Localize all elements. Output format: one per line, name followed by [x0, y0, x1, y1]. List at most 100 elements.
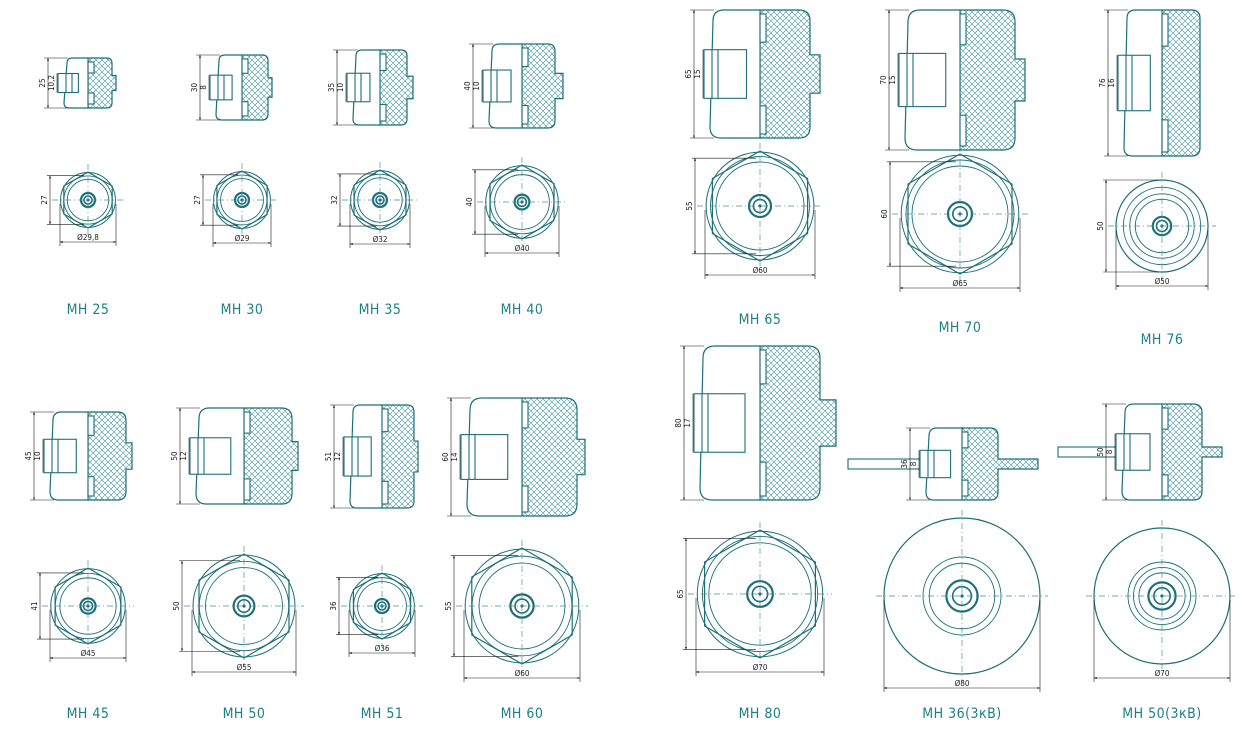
hatched-section [379, 49, 414, 126]
height-dim-label: 76 [1098, 78, 1107, 88]
model-label: МН 60 [501, 706, 544, 722]
side-dim-label: 55 [685, 201, 694, 210]
side-dim-label: 60 [880, 209, 889, 219]
bottom-insert [759, 461, 767, 497]
diameter-dim-label: Ø65 [953, 278, 968, 288]
thread-band [346, 72, 371, 103]
thread-dim-label: 15 [888, 75, 897, 84]
bottom-insert [1161, 474, 1169, 497]
top-view: Ø60 55 [685, 143, 823, 279]
diameter-dim-label: Ø60 [753, 265, 768, 275]
top-insert [521, 401, 529, 429]
side-dim-label: 41 [30, 601, 39, 610]
thread-dim-label: 15 [693, 69, 702, 78]
height-dim-label: 50 [1096, 447, 1105, 457]
ring [205, 567, 283, 645]
outer-circle [60, 172, 116, 228]
bottom-insert [959, 114, 967, 147]
height-dim-label: 80 [674, 418, 683, 428]
outer-circle [349, 573, 415, 639]
thread-band [43, 438, 77, 474]
ring [353, 173, 407, 227]
thread-dim-label: 14 [450, 452, 459, 462]
hatched-section [521, 43, 564, 129]
top-insert [379, 53, 387, 72]
height-dim-label: 60 [441, 452, 450, 462]
side-dim-label: 40 [465, 197, 474, 207]
top-view: Ø29,827 [40, 164, 124, 246]
thread-dim-label: 10 [472, 81, 481, 91]
top-view: Ø80 [876, 510, 1048, 692]
height-dim-label: 36 [900, 459, 909, 469]
top-insert [759, 13, 767, 43]
hub-center [86, 604, 90, 608]
top-view: Ø65 60 [880, 146, 1028, 292]
thread-band [189, 437, 232, 475]
ring [708, 542, 812, 646]
bottom-insert [241, 101, 249, 117]
hub-center [378, 198, 382, 202]
ring [922, 556, 1002, 636]
ring [63, 175, 113, 225]
diameter-dim-label: Ø40 [515, 243, 530, 253]
hatched-section [759, 9, 821, 139]
hub-center [242, 604, 246, 608]
height-dim-label: 50 [170, 451, 179, 461]
bottom-insert [87, 92, 95, 105]
bottom-insert [243, 478, 251, 501]
height-dim-label: 51 [324, 452, 333, 461]
thread-dim-label: 8 [199, 85, 208, 90]
thread-band [460, 434, 509, 480]
bottom-insert [521, 485, 529, 513]
hatched-section [521, 397, 586, 517]
model-label: МН 50(3кВ) [1122, 706, 1201, 722]
thread-dim-label: 10 [336, 83, 345, 93]
thread-band [919, 449, 952, 479]
top-insert [381, 408, 389, 433]
hub-center [960, 594, 964, 598]
diameter-dim-label: Ø36 [375, 643, 390, 653]
top-insert [961, 431, 969, 449]
top-insert [1161, 13, 1169, 47]
thread-band [1115, 433, 1151, 471]
diameter-dim-label: Ø32 [373, 234, 388, 244]
ring [1129, 193, 1195, 259]
thread-dim-label: 8 [1105, 449, 1114, 454]
model-label: МН 25 [67, 302, 110, 318]
diameter-dim-label: Ø29 [235, 233, 250, 243]
height-dim-label: 25 [38, 78, 47, 87]
bottom-insert [87, 476, 95, 497]
bottom-insert [381, 480, 389, 505]
model-label: МН 65 [739, 312, 782, 328]
top-view: Ø70 [1086, 520, 1238, 682]
model-label: МН 80 [739, 706, 782, 722]
side-dim-label: 50 [172, 601, 181, 611]
side-dim-label: 36 [329, 601, 338, 611]
side-dim-label: 65 [676, 589, 685, 598]
thread-band [1117, 54, 1151, 112]
model-label: МН 45 [67, 706, 110, 722]
bottom-insert [759, 105, 767, 135]
side-dim-label: 55 [444, 601, 453, 610]
height-dim-label: 65 [684, 69, 693, 78]
model-label: МН 30 [221, 302, 264, 318]
